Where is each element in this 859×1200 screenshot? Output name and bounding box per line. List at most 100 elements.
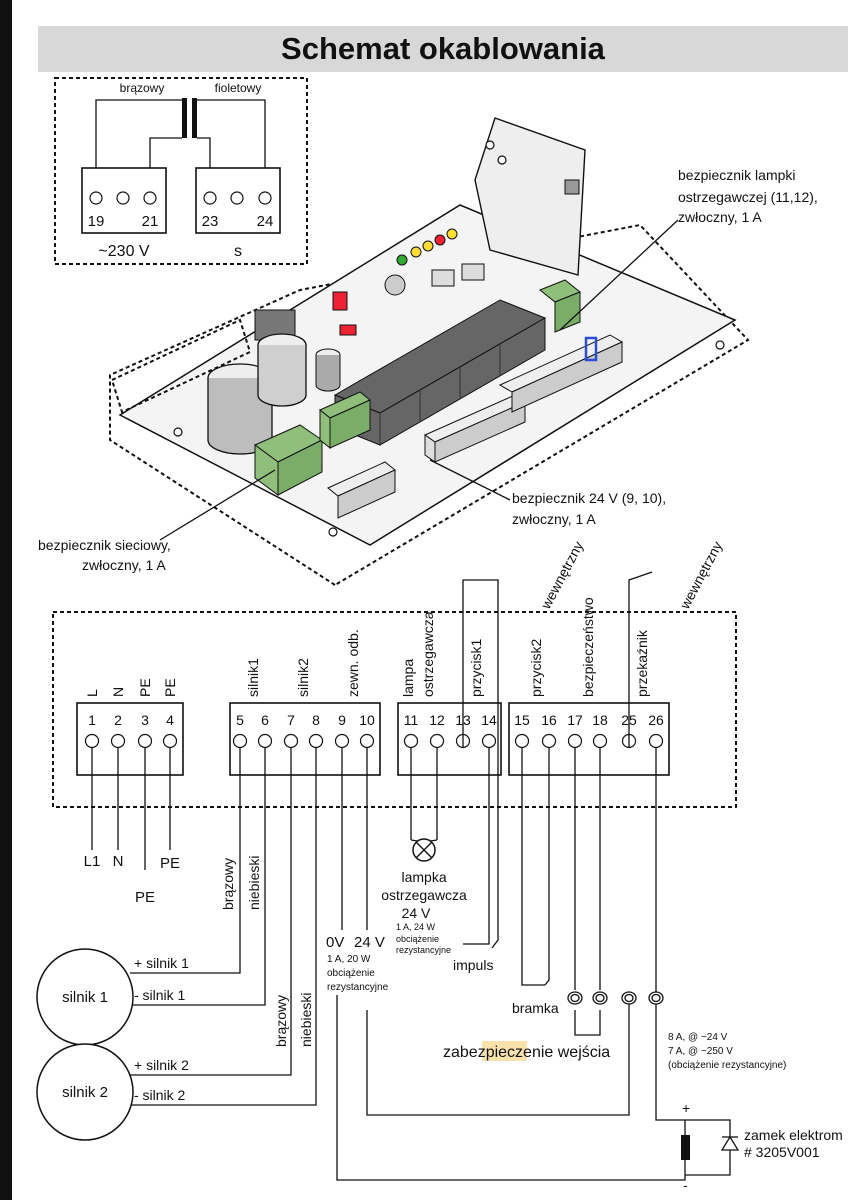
wire-brown-2: brązowy [273,995,289,1047]
terminal-number-9: 9 [338,712,346,728]
label-L: L [84,689,100,697]
label-24V: 24 V [354,934,385,951]
title-bar [38,26,848,72]
label-N: N [110,687,126,697]
terminal-number-8: 8 [312,712,320,728]
terminal-number-6: 6 [261,712,269,728]
fuse-24v-callout: bezpiecznik 24 V (9, 10), zwłoczny, 1 A [512,490,670,527]
label-bezpieczenstwo: bezpieczeństwo [580,597,596,697]
screw-terminal [359,733,375,749]
terminal-number-16: 16 [541,712,557,728]
screw-terminal [308,733,324,749]
terminal-number-2: 2 [114,712,122,728]
terminal-number-3: 3 [141,712,149,728]
label-przycisk1: przycisk1 [468,638,484,697]
screw-terminal [137,733,153,749]
motor-1-label: silnik 1 [62,989,108,1006]
screw-terminal [429,733,445,749]
terminal-23: 23 [202,213,219,230]
label-0V: 0V [326,934,344,951]
label-zewn-odb: zewn. odb. [345,629,361,697]
terminal-number-1: 1 [88,712,96,728]
electric-lock-symbol [681,1130,740,1162]
text-highlight [482,1041,527,1061]
wire-brown-label: brązowy [120,81,165,95]
wire-blue-2: niebieski [298,993,314,1047]
input-contacts [567,991,664,1005]
terminal-number-17: 17 [567,712,583,728]
wire-brown-1: brązowy [220,858,236,910]
callouts: bezpiecznik lampki ostrzegawczej (11,12)… [38,167,818,573]
label-wewnetrzny-1: wewnętrzny [537,539,586,613]
label-N-out: N [113,853,124,870]
motor-1-minus: - silnik 1 [134,987,186,1003]
terminal-number-12: 12 [429,712,445,728]
left-edge-bar [0,0,12,1200]
label-PE-out-1: PE [135,889,155,906]
wire-violet-label: fioletowy [215,81,262,95]
impuls-label: impuls [453,957,493,973]
screw-terminal [162,733,178,749]
motor-1-plus: + silnik 1 [134,955,189,971]
motor-2-minus: - silnik 2 [134,1087,186,1103]
screw-terminal [481,733,497,749]
board-dashed-inset [110,318,252,414]
terminal-19: 19 [88,213,105,230]
terminal-24: 24 [257,213,274,230]
label-PE-out-2: PE [160,855,180,872]
terminal-block-safety-relay [508,702,670,776]
transformer-frame [54,77,308,265]
terminal-strip-frame [52,611,737,808]
terminal-number-14: 14 [481,712,497,728]
transformer-inset: brązowy fioletowy 19 21 23 24 ~230 V s [54,77,308,265]
label-silnik1: silnik1 [245,658,261,697]
label-wewnetrzny-2: wewnętrzny [676,539,725,613]
screw-terminal [334,733,350,749]
lock-label: zamek elektrom # 3205V001 [744,1127,847,1160]
motor-2-circle [36,1043,134,1141]
mains-fuse-callout: bezpiecznik sieciowy, zwłoczny, 1 A [38,537,175,573]
screw-terminal [403,733,419,749]
screw-terminal [283,733,299,749]
label-przycisk2: przycisk2 [528,638,544,697]
screw-terminal [110,733,126,749]
label-PE-3: PE [137,678,153,697]
bramka-label: bramka [512,1000,559,1016]
terminal-number-7: 7 [287,712,295,728]
terminal-block-motors [229,702,381,776]
terminal-number-26: 26 [648,712,664,728]
lamp-label: lampka ostrzegawcza 24 V [381,869,470,921]
motor-2-plus: + silnik 2 [134,1057,189,1073]
label-L1: L1 [84,853,101,870]
wiring [91,571,731,1181]
screw-terminal [257,733,273,749]
terminal-number-18: 18 [592,712,608,728]
terminal-number-5: 5 [236,712,244,728]
lamp-load-spec: 1 A, 24 W obciążenie rezystancyjne [396,922,451,955]
terminal-21: 21 [142,213,159,230]
board-dashed-outline [109,223,750,587]
motor-2-label: silnik 2 [62,1084,108,1101]
lock-plus: + [682,1100,690,1116]
page-title: Schemat okablowania [281,31,605,66]
label-ostrzegawcza: ostrzegawcza [420,611,436,697]
terminal-number-11: 11 [404,712,419,728]
ext-load-spec: 1 A, 20 W obciążenie rezystancyjne [327,954,389,993]
label-przekaznik: przekaźnik [634,629,650,697]
screw-terminal [648,733,664,749]
screw-terminal [232,733,248,749]
relay-rating: 8 A, @ ~24 V 7 A, @ ~250 V (obciążenie r… [668,1032,786,1071]
terminal-number-4: 4 [166,712,174,728]
lock-minus: - [683,1177,688,1193]
wire-blue-1: niebieski [246,856,262,910]
screw-terminal [84,733,100,749]
label-lampa: lampa [400,659,416,697]
screw-terminal [514,733,530,749]
screw-terminal [592,733,608,749]
control-board-illustration [109,117,750,587]
terminal-number-15: 15 [514,712,530,728]
safety-input-label: zabezpieczenie wejścia [443,1044,610,1061]
warning-lamp-symbol [410,838,438,862]
voltage-230-label: ~230 V [98,243,149,260]
